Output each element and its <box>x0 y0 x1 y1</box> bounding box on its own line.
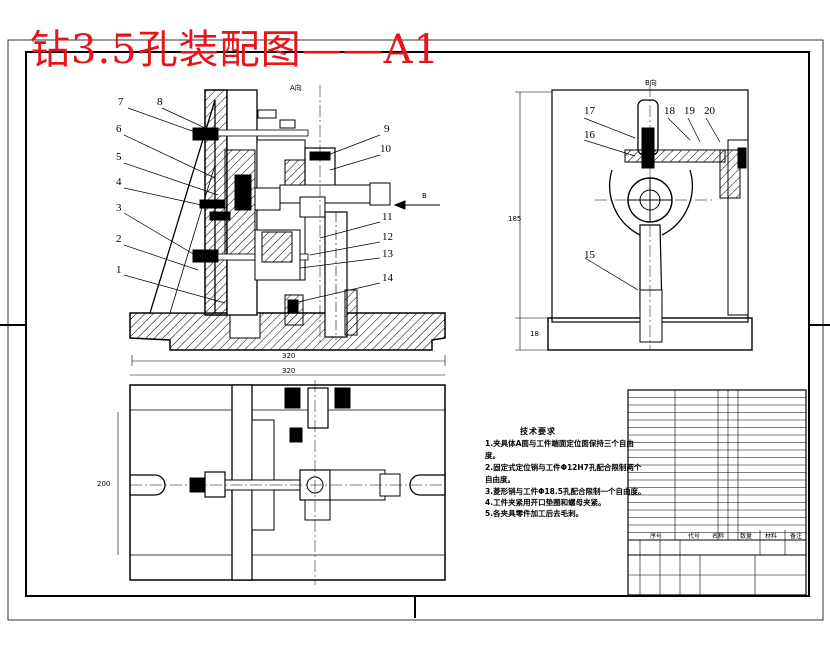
callout-1: 1 <box>116 264 122 276</box>
tech-requirement-line: 度。 <box>485 451 500 460</box>
callout-7: 7 <box>118 96 124 108</box>
tech-requirement-line: 4.工件夹紧用开口垫圈和螺母夹紧。 <box>485 498 606 507</box>
bom-header-material: 材料 <box>765 533 778 540</box>
front-dimension <box>131 355 446 366</box>
callout-14: 14 <box>382 272 393 284</box>
bom-header-code: 代号 <box>688 533 701 540</box>
b-view-label: B向 <box>645 79 657 87</box>
side-height-dimension: 185 <box>508 215 522 223</box>
center-marks <box>0 324 830 618</box>
callout-17: 17 <box>584 105 595 117</box>
callout-9: 9 <box>384 123 390 135</box>
callout-20: 20 <box>704 105 715 117</box>
callout-11: 11 <box>382 211 393 223</box>
plan-height-dimension: 200 <box>97 480 111 488</box>
bom-rows <box>628 397 806 541</box>
bom-header-index: 序号 <box>650 533 663 540</box>
b-arrow-label: B <box>422 192 427 200</box>
callout-16: 16 <box>584 129 595 141</box>
callout-10: 10 <box>380 143 391 155</box>
callout-8: 8 <box>157 96 163 108</box>
drawing-title: 钻3.5孔装配图——A1 <box>30 27 440 73</box>
a-view-label: A向 <box>290 84 302 92</box>
callout-4: 4 <box>116 176 122 188</box>
callout-19: 19 <box>684 105 695 117</box>
tech-requirement-line: 自由度。 <box>485 475 515 484</box>
leader-lines <box>123 107 721 304</box>
tech-requirements-heading: 技术要求 <box>520 427 556 436</box>
outer-border <box>7 39 824 621</box>
tech-requirement-line: 1.夹具体A面与工件端面定位面保持三个自由 <box>485 439 634 448</box>
side-view <box>515 85 753 351</box>
bom-header-remark: 备注 <box>790 533 803 540</box>
plan-width-dimension: 320 <box>282 367 296 375</box>
callout-18: 18 <box>664 105 675 117</box>
callout-2: 2 <box>116 233 122 245</box>
side-base-dimension: 18 <box>530 330 539 338</box>
callout-6: 6 <box>116 123 122 135</box>
callout-13: 13 <box>382 248 393 260</box>
bom-header-name: 名称 <box>712 533 725 540</box>
tech-requirement-line: 2.固定式定位销与工件Φ12H7孔配合限制两个 <box>485 463 642 472</box>
callout-12: 12 <box>382 231 393 243</box>
bom-header-qty: 数量 <box>740 533 753 540</box>
bom-table <box>627 389 807 596</box>
front-width-dimension: 320 <box>282 352 296 360</box>
tech-requirement-line: 5.各夹具零件加工后去毛刺。 <box>485 509 584 518</box>
plan-view <box>117 374 446 585</box>
callout-5: 5 <box>116 151 122 163</box>
callout-15: 15 <box>584 249 595 261</box>
front-view <box>129 85 446 351</box>
tech-requirement-line: 3.菱形销与工件Φ18.5孔配合限制一个自由度。 <box>485 487 646 496</box>
callout-3: 3 <box>116 202 122 214</box>
